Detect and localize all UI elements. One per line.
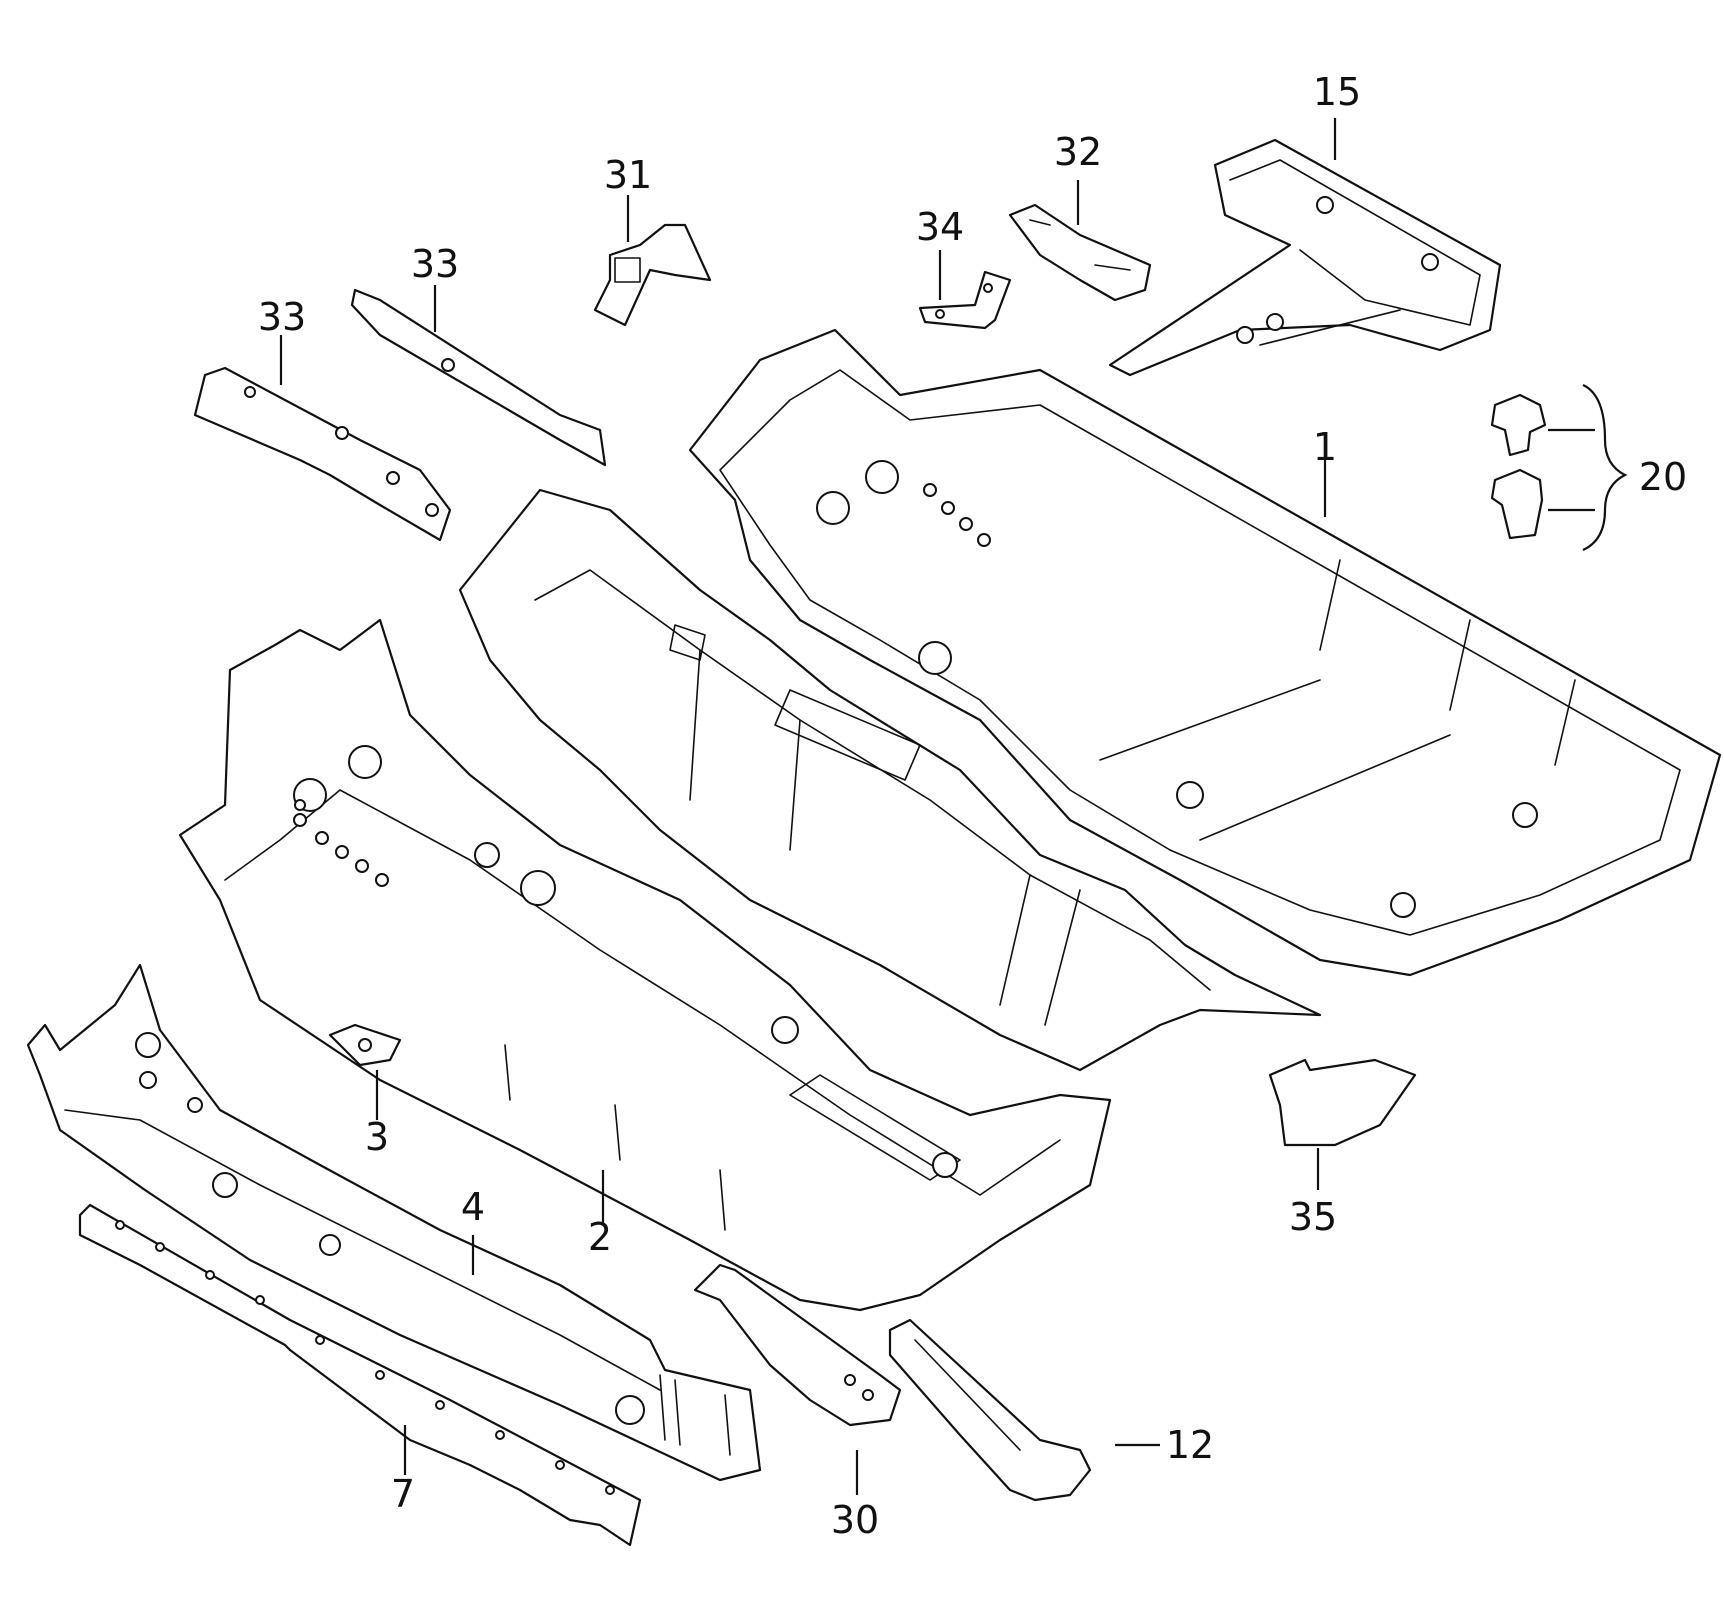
part-center-floor-pan — [458, 488, 1322, 1072]
part-32-bracket — [1008, 203, 1152, 302]
part-2-front-floor-pan — [178, 618, 1112, 1312]
callout-35: 35 — [1289, 1195, 1337, 1239]
part-15-rear-crossmember — [1108, 138, 1502, 377]
callout-labels: 1 15 32 34 31 33 33 20 2 3 4 7 30 12 35 — [258, 70, 1687, 1542]
part-1-rear-floor-pan — [688, 328, 1722, 977]
callout-2: 2 — [588, 1215, 612, 1259]
part-30-member — [693, 1263, 902, 1427]
callout-1: 1 — [1313, 425, 1337, 469]
callout-20: 20 — [1639, 455, 1687, 499]
part-20-bolt-and-nut — [1490, 393, 1547, 540]
part-4-side-sill — [26, 963, 762, 1482]
callout-15: 15 — [1313, 70, 1361, 114]
callout-33-upper: 33 — [411, 242, 459, 286]
callout-30: 30 — [831, 1498, 879, 1542]
part-34-plate — [918, 270, 1012, 330]
callout-31: 31 — [604, 153, 652, 197]
callout-7: 7 — [391, 1472, 415, 1516]
callout-12: 12 — [1166, 1423, 1214, 1467]
part-33-reinforcement-upper — [350, 288, 607, 467]
callout-4: 4 — [461, 1185, 485, 1229]
callout-34: 34 — [916, 205, 964, 249]
callout-32: 32 — [1054, 130, 1102, 174]
part-7-sill-reinforcement — [78, 1203, 642, 1547]
callout-33-lower: 33 — [258, 295, 306, 339]
part-12-member — [888, 1318, 1092, 1502]
part-31-bracket — [593, 223, 712, 327]
callout-3: 3 — [365, 1115, 389, 1159]
leader-lines — [279, 118, 1628, 1495]
part-35-bracket — [1268, 1058, 1417, 1147]
part-3-plate — [328, 1023, 402, 1067]
part-33-reinforcement-lower — [193, 366, 452, 542]
